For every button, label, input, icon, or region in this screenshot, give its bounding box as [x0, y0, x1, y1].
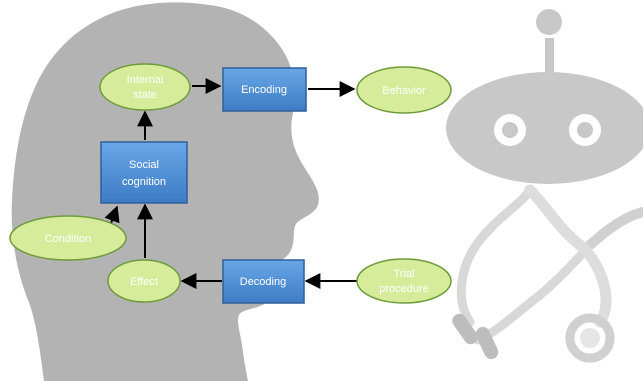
node-trial-procedure-line1: Trial: [394, 268, 415, 280]
node-trial-procedure-line2: procedure: [379, 283, 429, 295]
node-internal-state-line2: state: [133, 89, 157, 101]
robot-head-icon: [446, 9, 643, 184]
node-encoding: Encoding: [222, 67, 307, 112]
stethoscope-icon: [452, 184, 643, 363]
node-internal-state-line1: Internal: [127, 74, 164, 86]
node-social-cognition: Social cognition: [100, 141, 188, 204]
node-decoding: Decoding: [222, 259, 305, 304]
node-effect: Effect: [107, 259, 181, 303]
node-effect-label: Effect: [130, 276, 158, 288]
node-decoding-label: Decoding: [240, 276, 286, 288]
diagram-edges: [104, 78, 358, 289]
node-condition-label: Condition: [45, 233, 91, 245]
node-trial-procedure: Trial procedure: [356, 258, 452, 304]
node-encoding-label: Encoding: [241, 84, 287, 96]
node-condition: Condition: [9, 215, 127, 261]
node-social-cognition-line1: Social: [129, 159, 159, 171]
node-behavior-label: Behavior: [382, 85, 426, 97]
node-social-cognition-line2: cognition: [122, 176, 166, 188]
node-internal-state: Internal state: [99, 63, 191, 111]
node-behavior: Behavior: [356, 66, 452, 114]
